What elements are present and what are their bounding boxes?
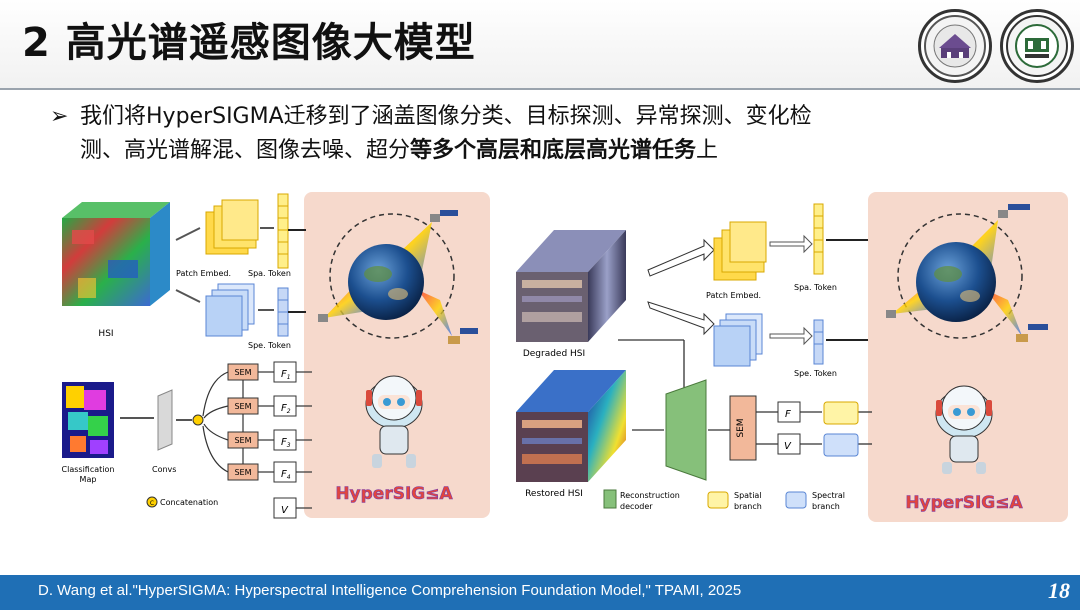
degraded-hsi-cube	[516, 230, 626, 342]
bullet-line-1: ➢ 我们将HyperSIGMA迁移到了涵盖图像分类、目标探测、异常探测、变化检	[50, 100, 1030, 134]
degraded-hsi-label: Degraded HSI	[523, 349, 585, 359]
feature-boxes: F1 F2 F3 F4 V	[273, 361, 297, 519]
satellite-icon-right-3	[1016, 324, 1048, 342]
convs-block	[157, 389, 173, 451]
spe-token-label-right: Spe. Token	[794, 369, 837, 378]
bullet-point: ➢ 我们将HyperSIGMA迁移到了涵盖图像分类、目标探测、异常探测、变化检 测…	[50, 100, 1030, 168]
spe-token-label: Spe. Token	[248, 341, 291, 350]
bullet-line-2: 测、高光谱解混、图像去噪、超分等多个高层和底层高光谱任务上	[50, 134, 1030, 168]
v-label-right: V	[784, 441, 792, 452]
sem-label-4: SEM	[234, 468, 251, 477]
patch-embed-label: Patch Embed.	[176, 269, 231, 278]
lab-logo	[1000, 9, 1074, 83]
convs-label: Convs	[152, 465, 176, 474]
bullet-arrow-icon: ➢	[50, 104, 69, 129]
brand-logo-text-right: HyperSIG≤A	[905, 493, 1023, 513]
university-seal-icon	[924, 15, 986, 77]
patch-embed-label-right: Patch Embed.	[706, 291, 761, 300]
legend-recon-label: Reconstruction	[620, 491, 680, 500]
classification-map	[62, 382, 114, 458]
f3-label: F3	[281, 437, 291, 449]
v-label: V	[281, 505, 289, 516]
robot-mascot-icon	[365, 375, 423, 468]
f1-label: F1	[281, 369, 291, 381]
concat-legend-symbol: C	[150, 500, 154, 507]
page-number: 18	[1048, 578, 1070, 603]
spatial-patches	[205, 199, 259, 255]
sem-label-2: SEM	[234, 402, 251, 411]
restoration-figure: Degraded HSI Restored HSI Patch Embed. S…	[508, 190, 1070, 526]
concat-legend: C Concatenation	[146, 496, 218, 508]
sem-label-right: SEM	[736, 418, 746, 437]
slide-title: 2 高光谱遥感图像大模型	[22, 20, 476, 66]
bullet-text-end: 上	[696, 138, 719, 163]
bullet-text-bold: 等多个高层和底层高光谱任务	[410, 138, 697, 163]
classification-map-label-2: Map	[80, 475, 97, 484]
concat-label: Concatenation	[160, 498, 218, 507]
legend: Reconstruction decoder Spatial branch Sp…	[603, 489, 845, 511]
concat-node	[192, 414, 204, 426]
restoration-diagram: Degraded HSI Restored HSI Patch Embed. S…	[516, 192, 1068, 522]
title-bar: 2 高光谱遥感图像大模型	[0, 0, 1080, 90]
satellite-icon-right-2	[886, 310, 896, 318]
robot-mascot-icon-right	[935, 385, 993, 474]
sem-label-3: SEM	[234, 436, 251, 445]
footer: D. Wang et al."HyperSIGMA: Hyperspectral…	[0, 575, 1080, 610]
restored-hsi-cube	[516, 370, 626, 482]
satellite-icon	[430, 210, 458, 222]
spa-token-label-right: Spa. Token	[794, 283, 837, 292]
citation: D. Wang et al."HyperSIGMA: Hyperspectral…	[38, 582, 742, 599]
f4-label: F4	[281, 469, 291, 481]
satellite-icon-right	[998, 204, 1030, 218]
university-logo	[918, 9, 992, 83]
satellite-icon-2	[318, 314, 328, 322]
bullet-text-1: 我们将HyperSIGMA迁移到了涵盖图像分类、目标探测、异常探测、变化检	[80, 104, 812, 129]
spectral-patches-right	[713, 313, 763, 367]
reconstruction-decoder	[665, 379, 707, 481]
restored-hsi-label: Restored HSI	[525, 489, 583, 499]
classification-map-label: Classification	[62, 465, 115, 474]
foundation-panel-right	[868, 192, 1068, 522]
legend-spectral-label-2: branch	[812, 502, 840, 511]
bullet-text-2: 测、高光谱解混、图像去噪、超分	[80, 138, 411, 163]
sem-block-right	[729, 395, 757, 461]
spa-token-column-right	[813, 203, 824, 275]
spectral-patches	[205, 283, 255, 337]
legend-spatial-label-2: branch	[734, 502, 762, 511]
spa-token-column	[277, 193, 289, 269]
sem-label-1: SEM	[234, 368, 251, 377]
spe-token-column-right	[813, 319, 824, 365]
brand-logo-text: HyperSIG≤A	[335, 484, 453, 504]
foundation-panel	[304, 192, 490, 518]
satellite-icon-3	[448, 328, 478, 344]
spe-token-column	[277, 287, 289, 337]
spa-token-label: Spa. Token	[248, 269, 291, 278]
legend-spectral-label: Spectral	[812, 491, 845, 500]
hsi-cube	[62, 202, 170, 306]
spatial-patches-right	[713, 221, 767, 281]
classification-figure: HSI Patch Embed. Spa. Token Spe. Token	[48, 190, 492, 520]
f2-label: F2	[281, 403, 291, 415]
legend-recon-label-2: decoder	[620, 502, 653, 511]
classification-diagram: HSI Patch Embed. Spa. Token Spe. Token	[62, 192, 490, 519]
earth-icon	[348, 244, 424, 320]
earth-icon-right	[916, 242, 996, 322]
f-label-right: F	[785, 409, 791, 420]
legend-spatial-label: Spatial	[734, 491, 762, 500]
lab-seal-icon	[1006, 15, 1068, 77]
hsi-label: HSI	[98, 329, 113, 339]
